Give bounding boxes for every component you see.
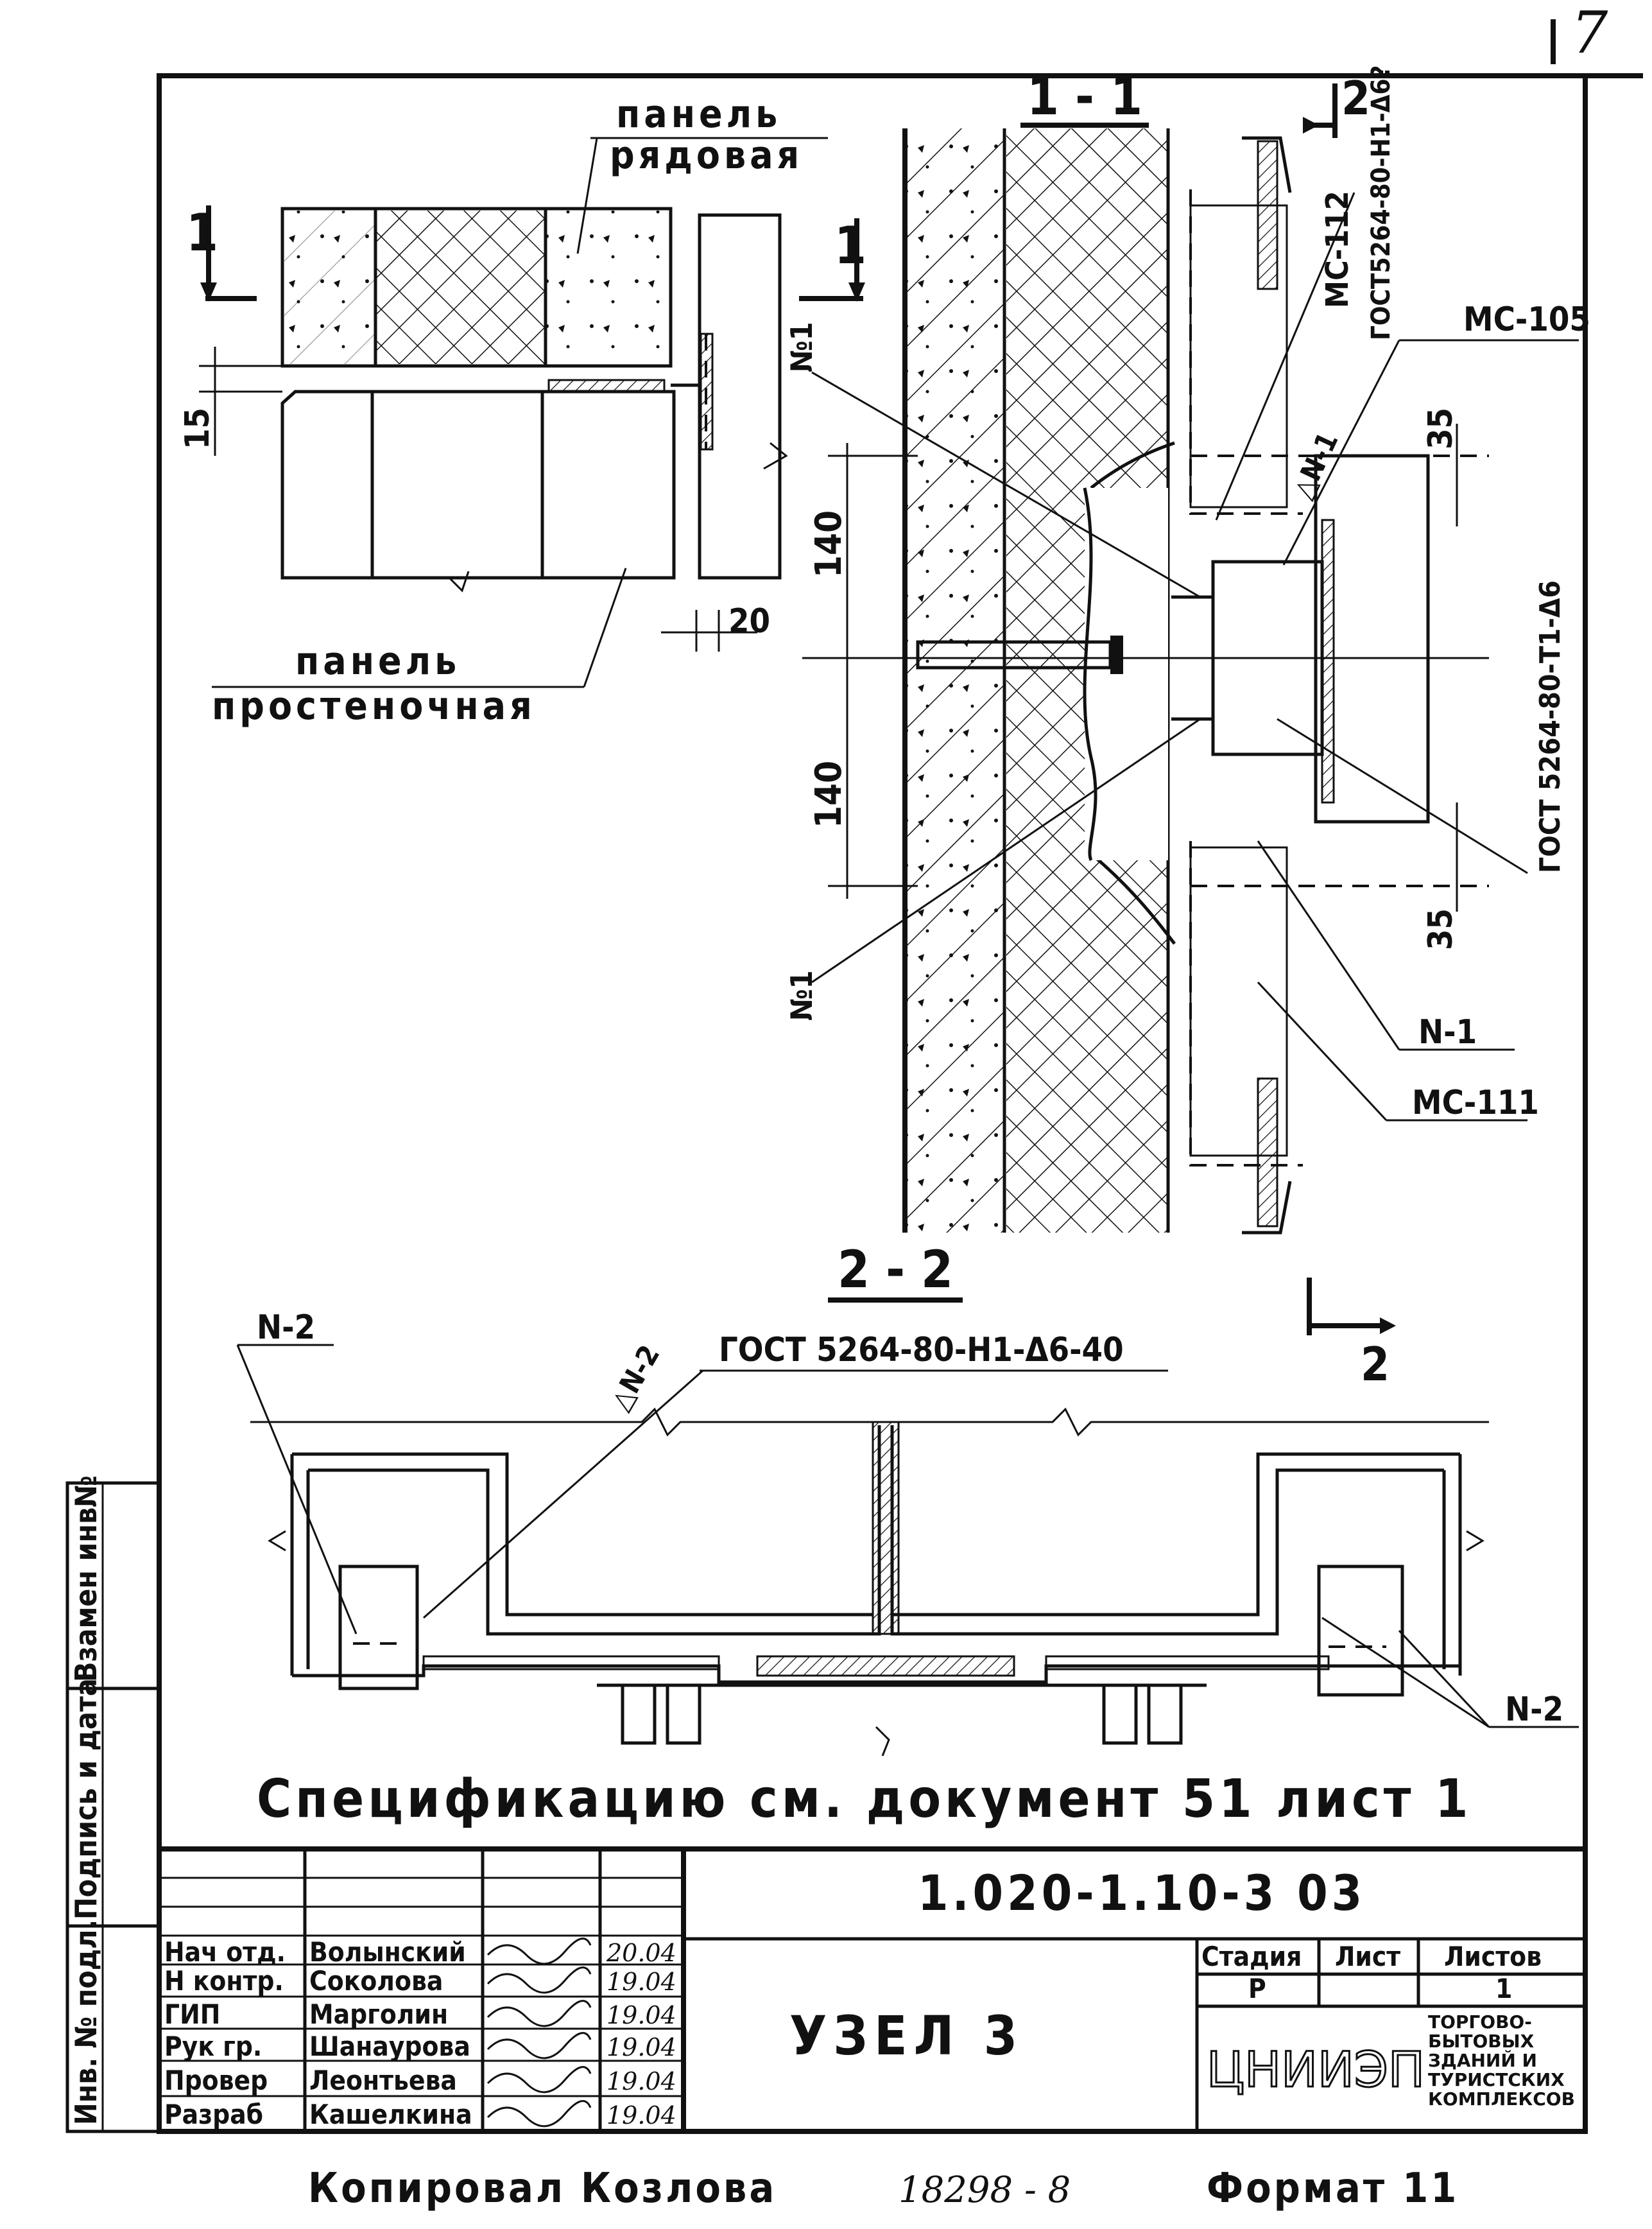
section-2-2-mark-2: 2	[1361, 1337, 1390, 1391]
doc-code: 1.020-1.10-3 03	[918, 1864, 1366, 1921]
section-1-1-mark-2: 2	[1341, 71, 1370, 125]
sheet-header: Лист	[1335, 1941, 1400, 1972]
stage-value: Р	[1248, 1973, 1266, 2004]
label-panel-row-1: панель	[616, 92, 781, 137]
detail-panel-joint: 1 1 15 20 панель рядовая панель простено…	[178, 92, 866, 729]
signer-date: 19.04	[607, 1968, 676, 1996]
dim-140-top: 140	[808, 510, 850, 578]
signer-date: 19.04	[607, 2067, 676, 2095]
sheets-header: Листов	[1444, 1941, 1542, 1972]
label-ms-111: МС-111	[1412, 1084, 1539, 1122]
label-panel-row-2: рядовая	[610, 133, 803, 178]
label-n2-left: N-2	[257, 1308, 315, 1347]
footer-number: 18298 - 8	[899, 2169, 1071, 2211]
node-title: УЗЕЛ 3	[789, 2004, 1024, 2067]
signer-date: 19.04	[607, 2001, 676, 2029]
signer-role: Разраб	[164, 2099, 263, 2130]
label-n1-b: №1	[784, 970, 819, 1021]
label-gost-2-2: ГОСТ 5264-80-Н1-Δ6-40	[719, 1331, 1124, 1369]
signature-scribble	[486, 1966, 592, 1994]
section-1-1-title: 1 - 1	[1027, 67, 1142, 126]
page-number: 7	[1571, 0, 1608, 67]
signer-date: 19.04	[607, 2101, 676, 2129]
signer-date: 19.04	[607, 2033, 676, 2061]
label-panel-pier-1: панель	[295, 639, 460, 684]
label-n1-right: N-1	[1418, 1013, 1477, 1052]
side-stamp: Взамен инв№ Подпись и дата Инв. № подл.	[65, 1475, 161, 2133]
signer-name: Соколова	[309, 1965, 443, 1997]
label-panel-pier-2: простеночная	[212, 684, 536, 729]
dim-140-bottom: 140	[808, 761, 850, 828]
signature-scribble	[486, 2000, 592, 2027]
footer-format: Формат 11	[1207, 2165, 1459, 2212]
dim-15: 15	[178, 408, 217, 449]
signer-name: Марголин	[309, 1999, 448, 2030]
label-n2-right: N-2	[1505, 1690, 1563, 1729]
label-gost-t1: ГОСТ 5264-80-Т1-Δ6	[1534, 580, 1567, 873]
label-ms-112: МС-112	[1320, 191, 1355, 308]
section-1-1: 1 - 1	[784, 65, 1590, 1235]
label-weld-n2: △N-2	[603, 1340, 666, 1416]
label-gost-h1: ГОСТ5264-80-Н1-Δ6?	[1366, 65, 1396, 340]
stamp-sign-date: Подпись и дата	[69, 1678, 103, 1920]
footer-copied-by: Копировал Козлова	[308, 2165, 777, 2212]
signer-role: Н контр.	[164, 1965, 284, 1997]
dim-20: 20	[728, 602, 770, 641]
stamp-inv-orig: Инв. № подл.	[69, 1920, 103, 2125]
signature-scribble	[486, 2032, 592, 2060]
sheets-value: 1	[1495, 1973, 1512, 2004]
stage-header: Стадия	[1201, 1941, 1302, 1972]
signature-scribble	[486, 2100, 592, 2128]
signer-date: 20.04	[606, 1939, 676, 1967]
dim-35-top: 35	[1422, 408, 1460, 449]
signer-role: ГИП	[164, 1999, 220, 2030]
label-ms-105: МС-105	[1463, 300, 1590, 339]
dim-35-bottom: 35	[1422, 908, 1460, 950]
section-mark-left: 1	[186, 203, 218, 263]
signature-scribble	[486, 2066, 592, 2094]
specification-note: Спецификацию см. документ 51 лист 1	[257, 1769, 1472, 1830]
signer-name: Кашелкина	[309, 2099, 472, 2130]
signer-role: Рук гр.	[164, 2031, 262, 2062]
signature-scribble	[486, 1938, 592, 1965]
label-n1-a: №1	[784, 322, 819, 372]
signer-rows: Нач отд. Волынский 20.04 Н контр. Соколова 19…	[164, 1936, 676, 2130]
label-weld-n1: △N-1	[1286, 428, 1345, 504]
section-mark-right: 1	[834, 216, 866, 275]
signer-role: Провер	[164, 2065, 268, 2096]
signer-name: Леонтьева	[309, 2065, 457, 2096]
title-block: 1.020-1.10-3 03 УЗЕЛ 3 Стадия Лист Листо…	[157, 1846, 1588, 2134]
org-logo: ЦНИИЭП	[1207, 2041, 1425, 2098]
signer-role: Нач отд.	[164, 1936, 286, 1968]
signer-name: Шанаурова	[309, 2031, 470, 2062]
section-2-2-title: 2 - 2	[838, 1240, 953, 1299]
org-description: торгово-бытовых зданий и туристских комп…	[1428, 2013, 1575, 2110]
signer-name: Волынский	[309, 1936, 466, 1968]
stamp-inv-subst: Взамен инв№	[69, 1475, 103, 1682]
section-2-2: 2 - 2 2	[236, 1240, 1579, 1756]
